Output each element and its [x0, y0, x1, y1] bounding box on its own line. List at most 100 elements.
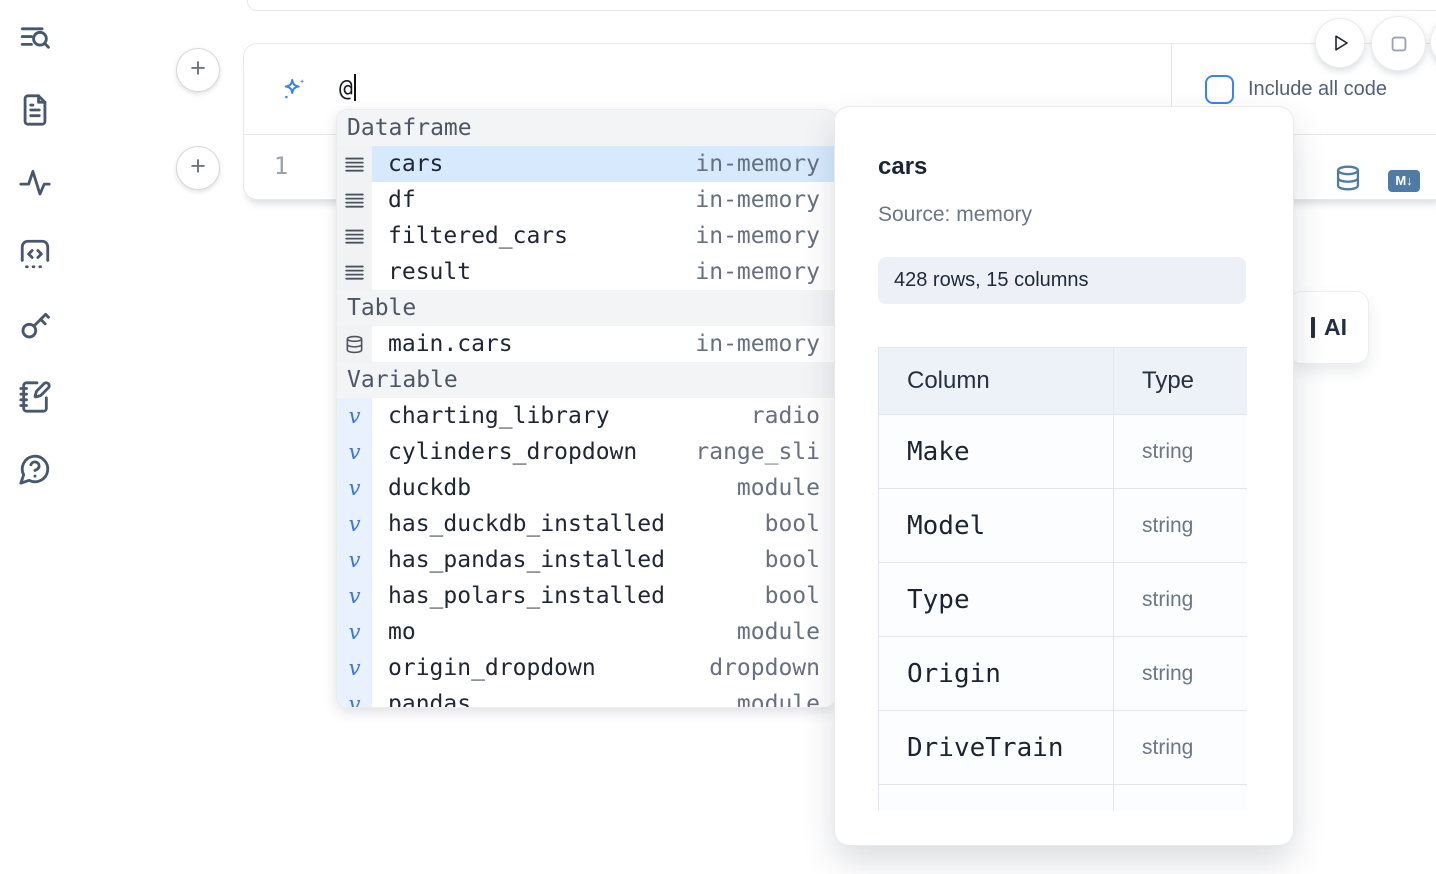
stop-square-icon	[1391, 36, 1406, 51]
completion-item-cars[interactable]: cars in-memory	[337, 146, 835, 182]
add-cell-below-button[interactable]: +	[176, 146, 220, 190]
completion-name: origin_dropdown	[388, 655, 596, 681]
ai-generate-button[interactable]: AI	[1290, 292, 1368, 363]
completion-name: main.cars	[388, 331, 513, 357]
completion-type: bool	[764, 583, 820, 609]
text-cursor	[353, 74, 356, 101]
completion-name: charting_library	[388, 403, 610, 429]
completion-type: module	[736, 619, 820, 645]
code-cell[interactable]: 1 M↓	[244, 135, 1436, 199]
completion-type: in-memory	[695, 187, 820, 213]
completion-item-cylinders_dropdown[interactable]: v cylinders_dropdown range_sli	[337, 434, 835, 470]
add-cell-above-button[interactable]: +	[176, 48, 220, 92]
key-icon[interactable]	[18, 308, 52, 342]
completion-item-origin_dropdown[interactable]: v origin_dropdown dropdown	[337, 650, 835, 686]
variable-icon: v	[337, 686, 372, 707]
schema-column-name: DriveTrain	[878, 710, 1114, 785]
schema-column-type: string	[1113, 636, 1247, 711]
schema-column-type: string	[1113, 488, 1247, 563]
run-cell-button[interactable]	[1315, 18, 1365, 68]
schema-column-type: string	[1113, 710, 1247, 785]
help-chat-icon[interactable]	[18, 452, 52, 486]
dataframe-rows-icon	[337, 146, 372, 182]
schema-column-name: Make	[878, 414, 1114, 489]
completion-item-result[interactable]: result in-memory	[337, 254, 835, 290]
completion-name: duckdb	[388, 475, 472, 501]
variable-icon: v	[337, 614, 372, 650]
previous-cell-edge	[247, 0, 1436, 11]
notebook-pen-icon[interactable]	[18, 380, 52, 414]
schema-column-type	[1113, 784, 1247, 811]
completion-item-df[interactable]: df in-memory	[337, 182, 835, 218]
completion-type: in-memory	[695, 259, 820, 285]
completion-name: df	[388, 187, 416, 213]
schema-header-type: Type	[1113, 347, 1247, 415]
database-icon	[337, 326, 372, 362]
ai-button-label: AI	[1324, 314, 1347, 340]
completion-name: pandas	[388, 691, 472, 707]
dataframe-rows-icon	[337, 182, 372, 218]
preview-title: cars	[878, 153, 928, 180]
play-icon	[1335, 35, 1348, 51]
completion-type: in-memory	[695, 223, 820, 249]
variable-icon: v	[348, 440, 361, 464]
schema-column-type: string	[1113, 414, 1247, 489]
completion-type: bool	[764, 511, 820, 537]
file-text-icon[interactable]	[18, 93, 52, 127]
completion-type: module	[736, 475, 820, 501]
completion-name: result	[388, 259, 472, 285]
variable-icon: v	[337, 578, 372, 614]
variable-icon: v	[348, 656, 361, 680]
completion-type: dropdown	[709, 655, 820, 681]
list-search-icon[interactable]	[18, 21, 52, 55]
schema-column-name: Type	[878, 562, 1114, 637]
variable-icon: v	[348, 404, 361, 428]
stop-button[interactable]	[1371, 16, 1426, 71]
completion-type: range_sli	[695, 439, 820, 465]
completion-item-filtered_cars[interactable]: filtered_cars in-memory	[337, 218, 835, 254]
divider	[1171, 44, 1172, 134]
datasource-icon[interactable]	[1334, 163, 1362, 198]
include-all-code-checkbox[interactable]	[1205, 75, 1234, 104]
schema-row	[878, 784, 1247, 811]
completion-type: in-memory	[695, 331, 820, 357]
variable-icon: v	[348, 512, 361, 536]
variable-icon: v	[337, 434, 372, 470]
dataframe-rows-icon	[337, 254, 372, 290]
completion-name: has_polars_installed	[388, 583, 665, 609]
completion-type: in-memory	[695, 151, 820, 177]
completion-item-has_polars_installed[interactable]: v has_polars_installed bool	[337, 578, 835, 614]
markdown-badge[interactable]: M↓	[1388, 169, 1420, 192]
variable-icon: v	[337, 506, 372, 542]
activity-icon[interactable]	[18, 165, 52, 199]
line-number: 1	[273, 152, 289, 180]
completion-name: mo	[388, 619, 416, 645]
include-all-code-label: Include all code	[1248, 78, 1387, 100]
completion-name: cars	[388, 151, 444, 177]
variable-icon: v	[337, 398, 372, 434]
completion-item-main.cars[interactable]: main.cars in-memory	[337, 326, 835, 362]
schema-header-column: Column	[878, 347, 1114, 415]
section-header-variable: Variable	[337, 362, 835, 398]
completion-name: filtered_cars	[388, 223, 569, 249]
clipped-letter-fragment	[1311, 317, 1315, 338]
variable-icon: v	[348, 692, 361, 707]
variable-icon: v	[337, 650, 372, 686]
completion-type: radio	[750, 403, 820, 429]
completion-type: bool	[764, 547, 820, 573]
section-header-dataframe: Dataframe	[337, 110, 835, 146]
ai-prompt-input[interactable]: @	[339, 74, 356, 102]
completion-item-charting_library[interactable]: v charting_library radio	[337, 398, 835, 434]
code-square-icon[interactable]	[18, 237, 52, 271]
completion-name: cylinders_dropdown	[388, 439, 638, 465]
